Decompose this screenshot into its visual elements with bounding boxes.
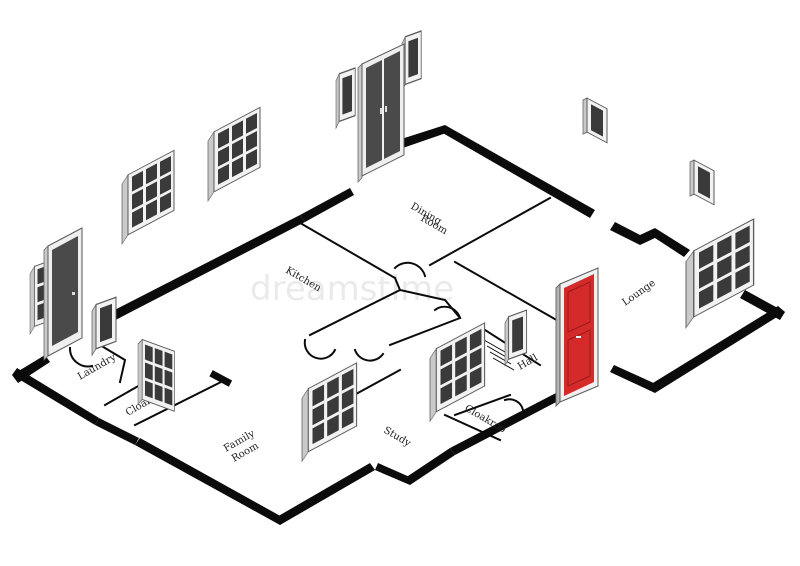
window-rear-left-b xyxy=(207,106,261,202)
wall-lounge-front-b xyxy=(610,365,658,393)
window-small-right-a xyxy=(582,95,608,148)
label-laundry: Laundry xyxy=(76,352,118,383)
wall-lounge-front xyxy=(648,306,785,393)
wall-family-front xyxy=(275,463,375,525)
window-family xyxy=(301,362,358,462)
wall-right-step xyxy=(610,222,690,257)
door-swing-corridor xyxy=(303,338,337,360)
wall-rear-left-b xyxy=(300,188,354,222)
wall-laundry-right xyxy=(98,343,127,384)
window-rear-left-a xyxy=(121,149,175,245)
wall-cloak-right xyxy=(453,393,512,417)
wall-rear-dining xyxy=(392,125,449,150)
window-lounge xyxy=(685,218,755,329)
wall-cloak-left xyxy=(95,418,139,445)
wall-rear-left-a xyxy=(95,215,305,328)
door-swing-hall xyxy=(433,305,462,320)
wall-stub xyxy=(209,370,233,387)
door-swing-cloak-r xyxy=(503,398,525,412)
door-swing-laundry xyxy=(68,346,94,368)
wall-dining-kitchen xyxy=(293,218,397,280)
label-lounge: Lounge xyxy=(620,278,657,309)
wall-dining-lounge xyxy=(428,196,552,267)
watermark-text: dreamstime xyxy=(250,269,454,309)
door-swing-kitchen xyxy=(393,261,427,278)
wall-lounge-hall xyxy=(453,260,562,324)
laundry-back-door xyxy=(43,227,83,361)
rear-double-door xyxy=(357,43,405,183)
red-front-door xyxy=(555,267,599,408)
staircase xyxy=(483,339,515,371)
wall-family-left xyxy=(135,438,284,525)
wall-study-right xyxy=(443,413,502,442)
wall-study-front xyxy=(405,448,455,485)
window-dining-side-a xyxy=(335,67,356,129)
window-small-right-b xyxy=(689,157,715,210)
wall-family-top xyxy=(133,378,227,427)
window-dining-side-b xyxy=(401,30,422,92)
wall-hall-front xyxy=(450,393,560,455)
window-hall-small xyxy=(504,309,528,367)
door-swing-study xyxy=(353,348,385,362)
wall-study-front-b xyxy=(375,463,412,485)
wall-laundry-left xyxy=(12,368,99,425)
label-study: Study xyxy=(382,425,413,449)
wall-right-dining xyxy=(441,125,595,218)
outer-walls xyxy=(12,125,785,525)
